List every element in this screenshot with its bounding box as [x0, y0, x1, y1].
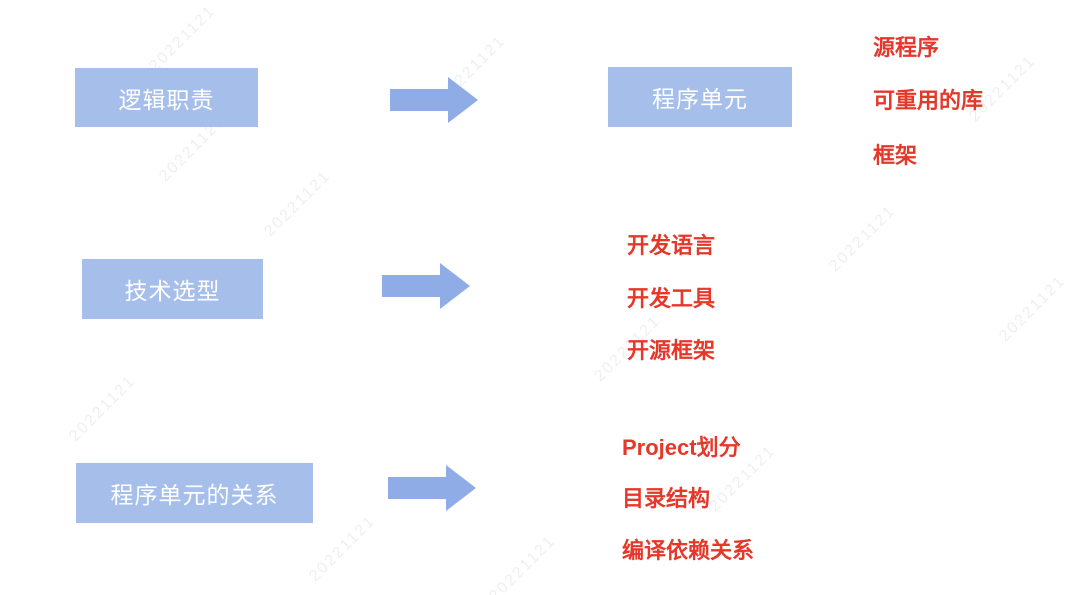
list-item: 可重用的库: [873, 88, 984, 113]
box-technology-selection: 技术选型: [82, 259, 263, 319]
watermark-text: 20221121: [486, 532, 560, 595]
watermark-text: 20221121: [826, 202, 900, 276]
list-item: 开源框架: [627, 338, 716, 363]
list-item: 编译依赖关系: [622, 538, 755, 563]
watermark-text: 20221121: [306, 512, 380, 586]
list-item: Project划分: [622, 435, 741, 460]
right-arrow-icon: [382, 263, 470, 309]
list-item: 源程序: [873, 35, 940, 60]
list-item: 框架: [873, 143, 918, 168]
box-program-unit: 程序单元: [608, 67, 792, 127]
list-item: 目录结构: [622, 486, 711, 511]
watermark-text: 20221121: [261, 167, 335, 241]
right-arrow-icon: [390, 77, 478, 123]
list-item: 开发工具: [627, 286, 716, 311]
box-logical-responsibility: 逻辑职责: [75, 68, 258, 127]
right-arrow-icon: [388, 465, 476, 511]
watermark-text: 20221121: [66, 372, 140, 446]
box-program-unit-relations: 程序单元的关系: [76, 463, 313, 523]
watermark-text: 20221121: [146, 2, 220, 76]
watermark-text: 20221121: [996, 272, 1070, 346]
list-item: 开发语言: [627, 233, 716, 258]
